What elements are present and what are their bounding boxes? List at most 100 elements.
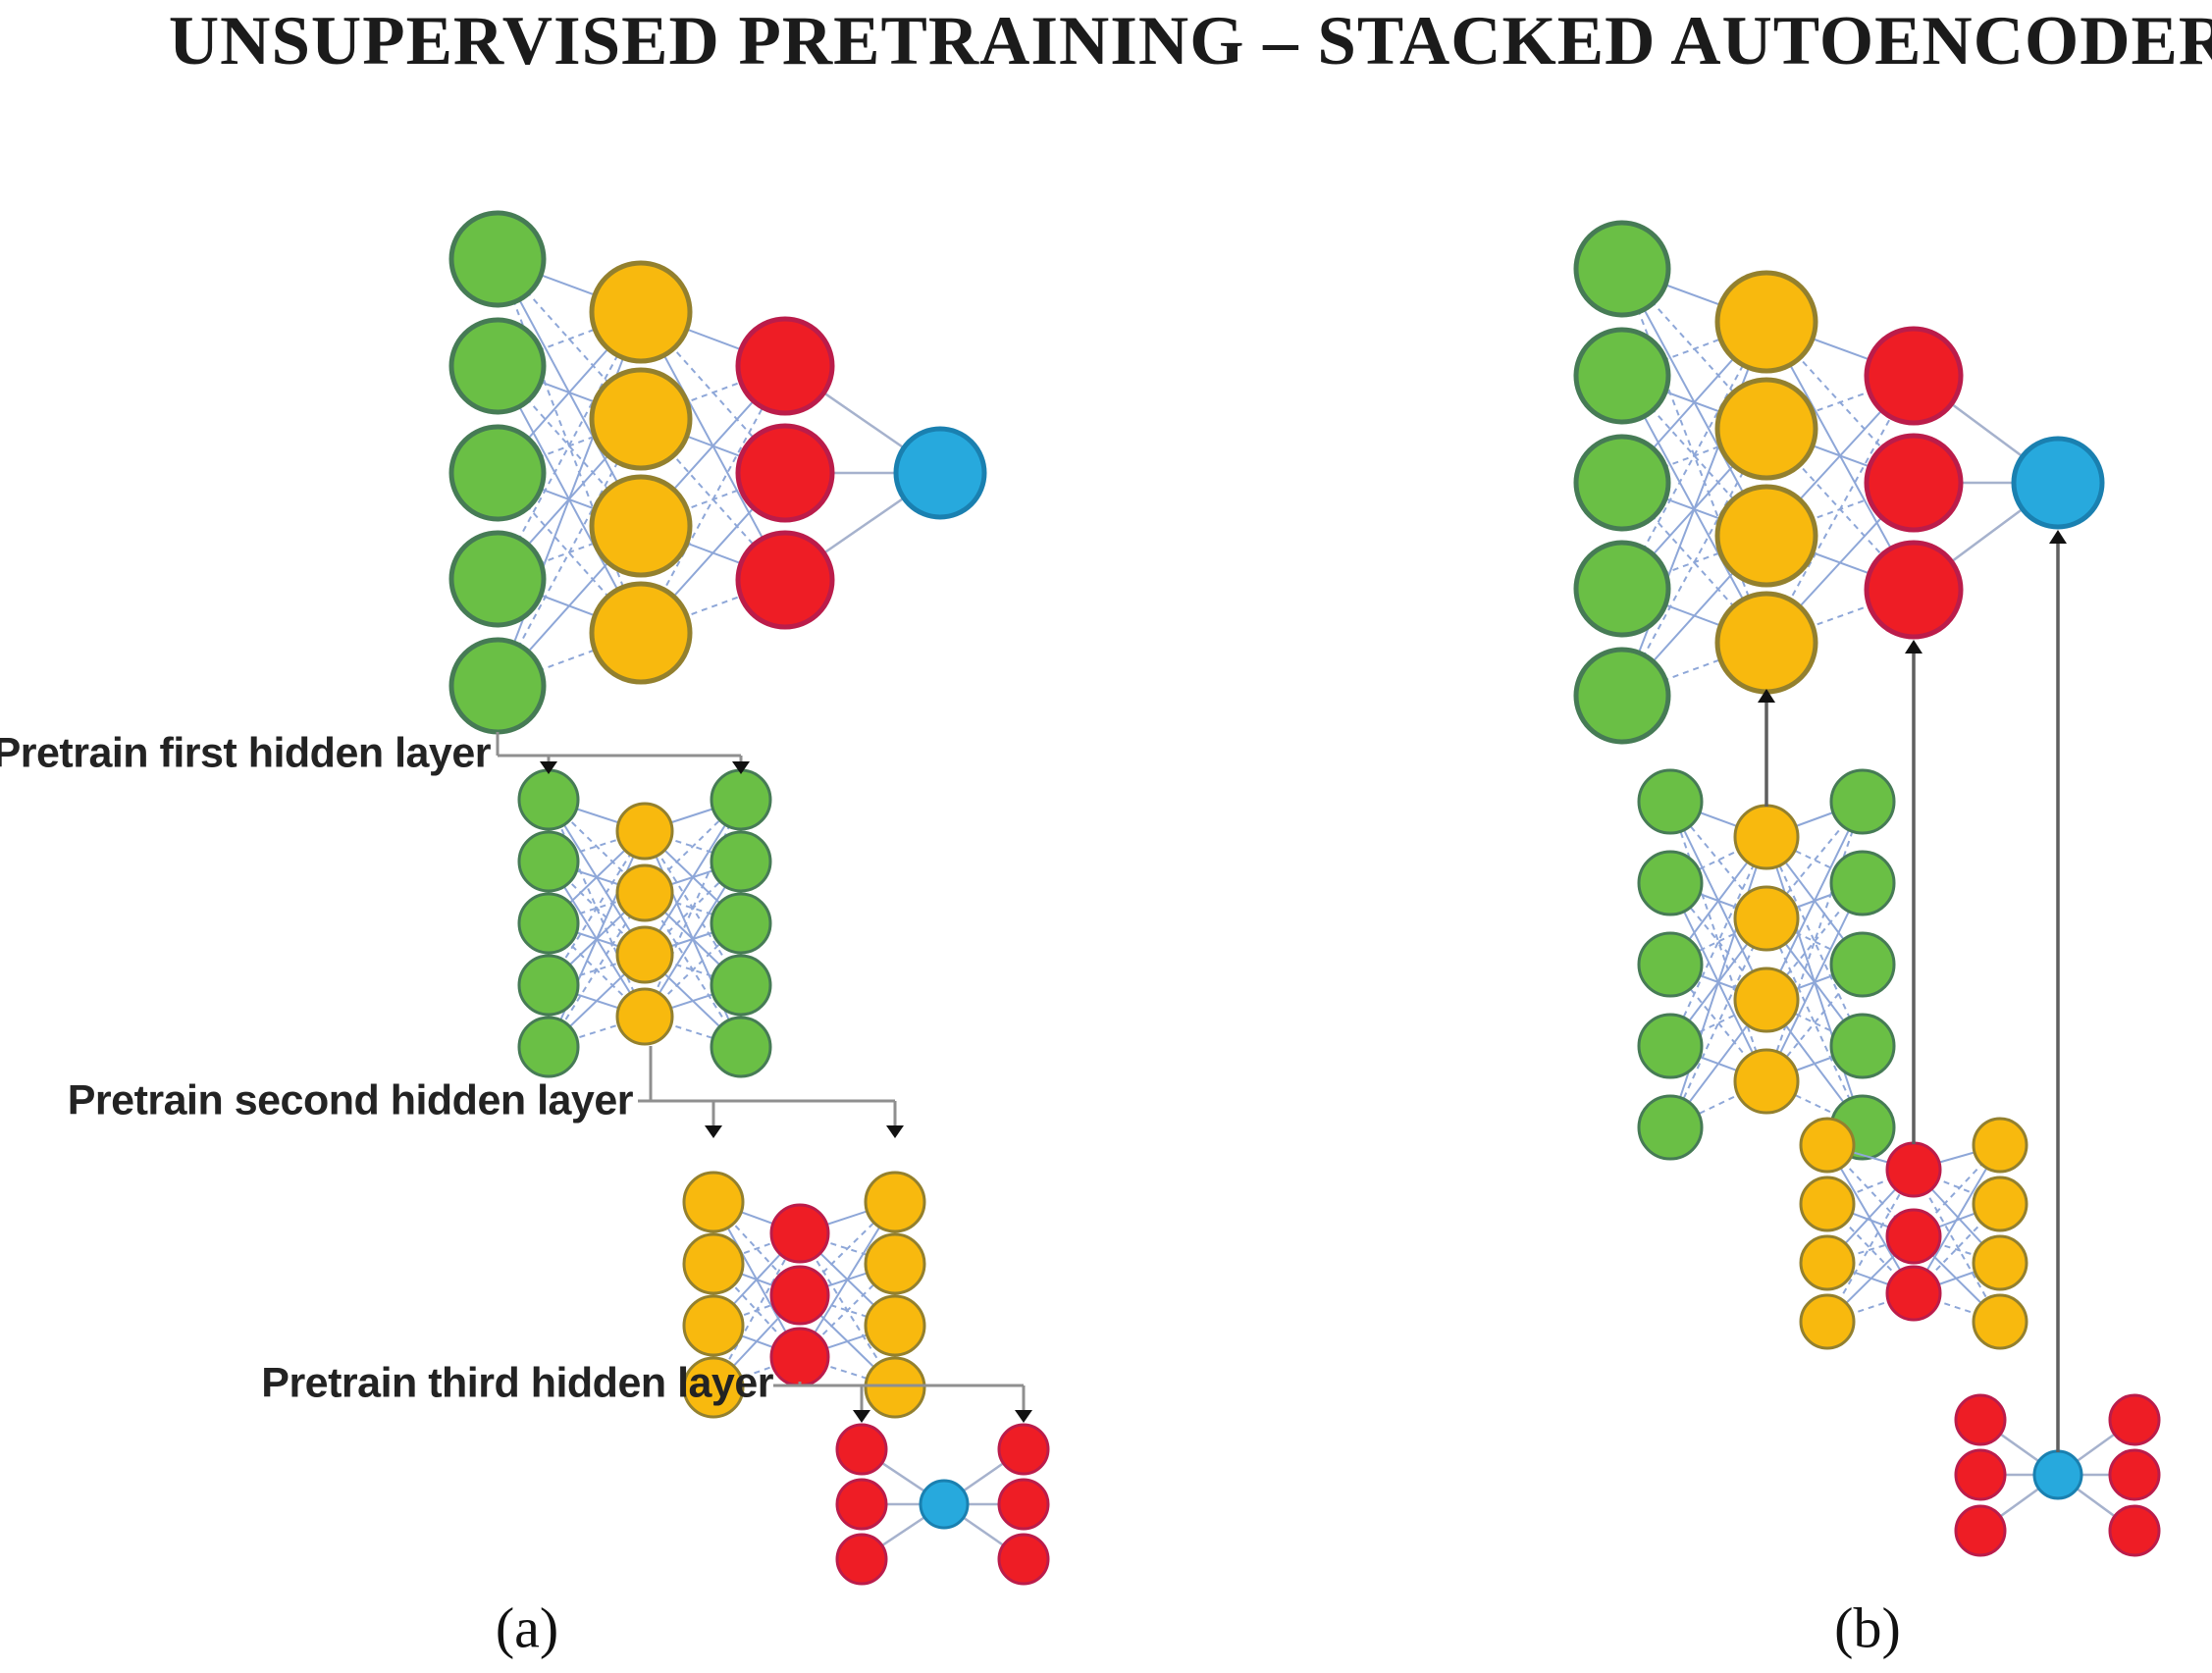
a2-green-node-5 <box>517 1016 580 1078</box>
b3-orange-node-1 <box>1972 1117 2028 1174</box>
b3-orange-node-1 <box>1799 1117 1856 1174</box>
panel-b-caption: (b) <box>1834 1595 1901 1660</box>
stack-first-hidden-upline <box>1758 689 1775 807</box>
a1-red-node-1 <box>735 316 835 416</box>
down-arrowhead-icon <box>853 1410 870 1423</box>
b2-green-node-3 <box>1637 931 1704 998</box>
b4-red-node-2 <box>2108 1448 2161 1501</box>
pretrain-third-hidden-layer-label: Pretrain third hidden layer <box>261 1359 773 1407</box>
edge <box>1621 268 1767 644</box>
edge <box>1765 801 1864 1001</box>
b1-green-node-2 <box>1573 327 1671 425</box>
b1-green-node-1 <box>1573 220 1671 318</box>
a4-red-node-2 <box>835 1478 888 1531</box>
b2-green-node-2 <box>1637 850 1704 916</box>
b2-green-node-4 <box>1829 1013 1896 1079</box>
a2-green-node-1 <box>710 768 772 831</box>
network-b3 <box>1799 1117 2028 1350</box>
a2-green-node-2 <box>710 830 772 893</box>
a1-green-node-1 <box>448 210 547 308</box>
a1-green-node-3 <box>448 424 547 522</box>
a3-orange-node-2 <box>864 1232 926 1295</box>
edge <box>712 1232 801 1388</box>
b3-orange-node-3 <box>1799 1234 1856 1291</box>
b3-orange-node-4 <box>1972 1293 2028 1350</box>
edge <box>1669 836 1767 1128</box>
b2-green-node-1 <box>1637 768 1704 835</box>
a3-red-node-2 <box>769 1265 830 1326</box>
pretrain-second-hidden-layer-label: Pretrain second hidden layer <box>67 1076 634 1124</box>
a1-red-node-2 <box>735 423 835 523</box>
a2-orange-node-1 <box>615 802 674 861</box>
b4-red-node-1 <box>2108 1393 2161 1446</box>
a2-green-node-3 <box>710 892 772 955</box>
b3-red-node-2 <box>1885 1208 1942 1265</box>
a3-orange-node-3 <box>682 1294 745 1357</box>
a3-orange-node-3 <box>864 1294 926 1357</box>
a3-orange-node-4 <box>682 1356 745 1419</box>
b3-orange-node-4 <box>1799 1293 1856 1350</box>
figure-title: UNSUPERVISED PRETRAINING – STACKED AUTOE… <box>168 3 2212 79</box>
a4-red-node-1 <box>835 1423 888 1476</box>
network-a3 <box>682 1171 926 1419</box>
down-arrowhead-icon <box>705 1125 722 1138</box>
a4-red-node-1 <box>997 1423 1050 1476</box>
b3-orange-node-2 <box>1799 1176 1856 1232</box>
b4-red-node-1 <box>1954 1393 2007 1446</box>
b2-green-node-3 <box>1829 931 1896 998</box>
a3-orange-node-4 <box>864 1356 926 1419</box>
edge <box>1913 1169 2001 1323</box>
a1-red-node-3 <box>735 530 835 630</box>
network-a2 <box>517 768 772 1078</box>
a4-red-node-3 <box>835 1533 888 1586</box>
a1-blue-node-1 <box>893 426 987 520</box>
pretrain-first-hidden-layer-label: Pretrain first hidden layer <box>0 729 492 777</box>
b1-red-node-1 <box>1864 326 1964 426</box>
edge <box>1765 882 1864 1082</box>
a1-orange-node-3 <box>589 474 693 578</box>
pretrain-third-hidden-layer-connector <box>773 1382 1032 1423</box>
a3-orange-node-1 <box>682 1171 745 1233</box>
a2-green-node-4 <box>710 954 772 1017</box>
edge <box>1765 375 1915 644</box>
a1-green-node-4 <box>448 530 547 628</box>
down-arrowhead-icon <box>540 761 557 774</box>
network-a1 <box>448 210 987 735</box>
b1-orange-node-3 <box>1714 484 1818 588</box>
b3-orange-node-2 <box>1972 1176 2028 1232</box>
a2-orange-node-4 <box>615 987 674 1046</box>
a1-green-node-5 <box>448 637 547 735</box>
a4-red-node-2 <box>997 1478 1050 1531</box>
b4-blue-node-1 <box>2032 1449 2083 1500</box>
a2-green-node-2 <box>517 830 580 893</box>
b2-green-node-2 <box>1829 850 1896 916</box>
b1-blue-node-1 <box>2011 436 2105 530</box>
b2-orange-node-4 <box>1733 1048 1800 1115</box>
up-arrowhead-icon <box>1905 640 1922 654</box>
b1-green-node-3 <box>1573 434 1671 532</box>
a3-red-node-1 <box>769 1203 830 1264</box>
up-arrowhead-icon <box>2049 530 2067 544</box>
a2-green-node-3 <box>517 892 580 955</box>
panel-a-caption: (a) <box>495 1595 559 1660</box>
a3-orange-node-1 <box>864 1171 926 1233</box>
a1-orange-node-2 <box>589 367 693 471</box>
stack-output-upline <box>2049 530 2067 1452</box>
a3-orange-node-2 <box>682 1232 745 1295</box>
network-a4 <box>835 1423 1050 1586</box>
a2-orange-node-3 <box>615 925 674 984</box>
b2-green-node-5 <box>1637 1094 1704 1161</box>
edge <box>1826 1169 1915 1323</box>
a3-red-node-3 <box>769 1327 830 1387</box>
a2-orange-node-2 <box>615 863 674 922</box>
a2-green-node-5 <box>710 1016 772 1078</box>
b1-orange-node-2 <box>1714 377 1818 481</box>
a1-green-node-2 <box>448 317 547 415</box>
edge <box>548 799 646 1018</box>
network-b2 <box>1637 768 1896 1161</box>
pretrain-first-hidden-layer-connector <box>496 732 750 774</box>
edge <box>1913 1144 2001 1294</box>
b4-red-node-3 <box>2108 1504 2161 1557</box>
edge <box>497 258 642 634</box>
